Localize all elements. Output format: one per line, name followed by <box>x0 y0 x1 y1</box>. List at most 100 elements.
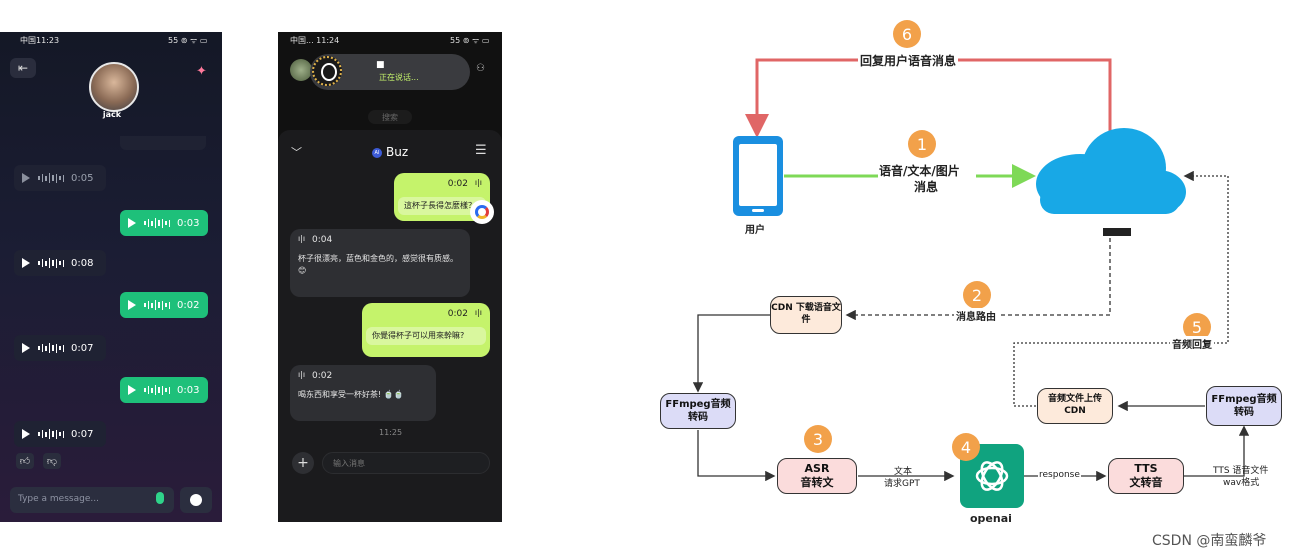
waveform-icon <box>38 258 64 268</box>
send-icon <box>190 494 202 506</box>
ffmpeg-to-asr-arrow <box>697 430 776 482</box>
voice-duration: 0:07 <box>71 428 94 440</box>
step1-label-line2: 消息 <box>914 180 939 194</box>
add-button[interactable]: + <box>292 452 314 474</box>
avatar[interactable] <box>89 62 139 112</box>
voice-duration: 0:03 <box>177 384 200 396</box>
watermark: CSDN @南蛮麟爷 <box>1152 533 1267 549</box>
step5-label: 音频回复 <box>1170 336 1214 351</box>
audio-wave-icon: ı|ı <box>298 234 306 243</box>
back-icon[interactable]: ⇤ <box>10 58 36 78</box>
voice-chat-phone-screenshot: 中国11:23 55 ⊚ ᯤ ▭ ⇤ jack ✦ 0:05 0:03 0:08 0:… <box>0 32 222 522</box>
search-text: 搜索 <box>382 112 398 122</box>
step5-arrow <box>1013 170 1229 407</box>
status-time: 中国... 11:24 <box>290 36 340 45</box>
waveform-icon <box>144 300 170 310</box>
ffmpeg-right-text: FFmpeg音频转码 <box>1211 394 1277 418</box>
waveform-icon <box>38 343 64 353</box>
cdn-download-text: CDN 下载语音文件 <box>771 303 841 325</box>
assistant-float-icon[interactable] <box>470 200 494 224</box>
openai-label: openai <box>970 512 1012 525</box>
upload-cdn-node: 音频文件上传CDN <box>1037 388 1113 424</box>
play-icon[interactable] <box>128 218 136 228</box>
message-input-placeholder: 输入消息 <box>333 459 365 468</box>
waveform-icon <box>144 218 170 228</box>
play-icon[interactable] <box>128 300 136 310</box>
play-icon[interactable] <box>22 343 30 353</box>
status-time: 中国11:23 <box>20 36 60 45</box>
voice-message[interactable]: 0:03 <box>120 377 208 403</box>
speaker-avatar <box>312 56 342 86</box>
step6-arrow <box>745 58 1112 140</box>
assistant-logo-icon <box>475 205 489 219</box>
voice-duration: 0:07 <box>71 342 94 354</box>
speaking-indicator: ■ 正在说话... <box>310 54 470 90</box>
step2-arrow <box>845 238 1111 321</box>
step-2-badge: 2 <box>963 281 991 309</box>
openai-knot-icon <box>975 461 1009 491</box>
phone-icon <box>733 136 783 216</box>
contacts-icon[interactable]: ⚇ <box>476 63 485 74</box>
chat-title: Buz <box>386 145 409 159</box>
waveform-icon <box>38 429 64 439</box>
audio-wave-icon: ı|ı <box>474 178 482 187</box>
message-duration: 0:02 <box>447 179 468 189</box>
play-icon[interactable] <box>22 429 30 439</box>
message-text: 喝东西和享受一杯好茶! 🍵🍵 <box>298 390 404 399</box>
voice-message[interactable]: 0:07 <box>14 335 106 361</box>
voice-duration: 0:08 <box>71 257 94 269</box>
ffmpeg-right-node: FFmpeg音频转码 <box>1206 386 1282 426</box>
ffmpeg-left-node: FFmpeg音频转码 <box>660 393 736 429</box>
avatar[interactable] <box>290 59 312 81</box>
speaking-text: 正在说话... <box>379 73 419 82</box>
voice-duration: 0:02 <box>177 299 200 311</box>
search-bar[interactable]: 搜索 <box>368 110 412 124</box>
contact-name: jack <box>102 110 122 119</box>
voice-message[interactable]: 0:05 <box>14 165 106 191</box>
asr-text-line1: ASR <box>804 461 830 475</box>
thumbs-down-icon[interactable]: 👎︎ <box>43 453 61 469</box>
cdn-download-node: CDN 下载语音文件 <box>770 296 842 334</box>
step1-label-line1: 语音/文本/图片 <box>879 164 960 178</box>
upload-cdn-text: 音频文件上传CDN <box>1047 394 1102 416</box>
message-input[interactable]: Type a message... <box>10 487 174 513</box>
thumbs-up-icon[interactable]: 👍︎ <box>16 453 34 469</box>
sparkle-icon[interactable]: ✦ <box>196 64 207 79</box>
speaker-ring <box>321 63 337 81</box>
collapse-icon[interactable]: ﹀ <box>291 146 302 159</box>
voice-message[interactable]: 0:08 <box>14 250 106 276</box>
status-icons: 55 ⊚ ᯤ ▭ <box>168 36 208 45</box>
timestamp: 11:25 <box>379 428 403 437</box>
step-1-badge: 1 <box>908 130 936 158</box>
server-icon <box>1103 228 1131 236</box>
play-icon[interactable] <box>22 258 30 268</box>
user-label: 用户 <box>745 225 765 236</box>
message-duration: 0:02 <box>447 309 468 319</box>
menu-icon[interactable]: ☰ <box>475 143 487 158</box>
message-input[interactable]: 输入消息 <box>322 452 490 474</box>
tts-output-label-line2: wav格式 <box>1223 478 1260 488</box>
message-input-placeholder: Type a message... <box>18 494 99 504</box>
to-gpt-label-line2: 请求GPT <box>884 479 920 489</box>
step-4-badge: 4 <box>952 433 980 461</box>
tts-output-label-line1: TTS 语音文件 <box>1213 466 1269 476</box>
play-icon[interactable] <box>128 385 136 395</box>
list-item <box>120 136 206 150</box>
openai-logo <box>960 444 1024 508</box>
ffmpeg-left-text: FFmpeg音频转码 <box>665 399 731 423</box>
status-icons: 55 ⊚ ᯤ ▭ <box>450 36 490 45</box>
voice-message[interactable]: 0:02 <box>120 292 208 318</box>
ai-badge: AI <box>372 148 382 158</box>
mic-icon[interactable] <box>156 492 164 504</box>
voice-message[interactable]: 0:03 <box>120 210 208 236</box>
voice-message[interactable]: 0:07 <box>14 421 106 447</box>
play-icon[interactable] <box>22 173 30 183</box>
send-button[interactable] <box>180 487 212 513</box>
message-text: 這杯子長得怎麼樣？ <box>398 197 486 215</box>
